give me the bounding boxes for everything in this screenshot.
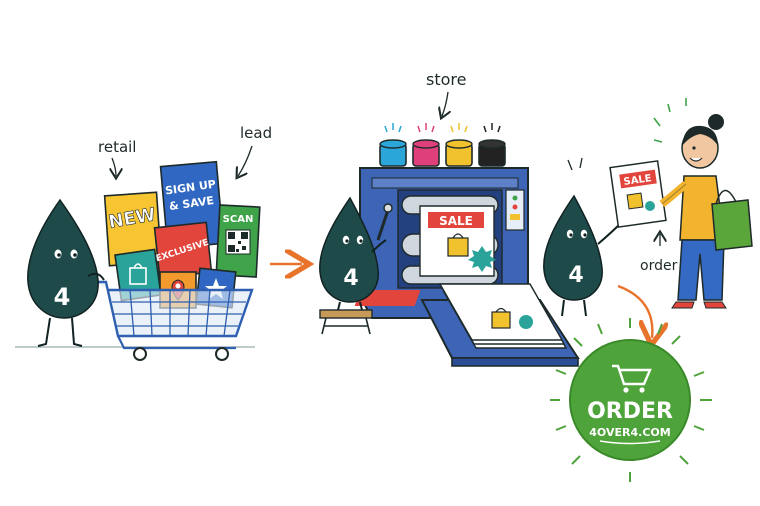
order-badge[interactable]: ORDER 4OVER4.COM [550, 318, 712, 482]
step-stool [319, 309, 373, 335]
shopping-bag-icon [491, 307, 511, 329]
arrow-icon [238, 145, 253, 176]
customer-scene: 4 SALE [543, 98, 753, 317]
shopping-bag-icon [711, 199, 753, 251]
annotation-order: order [640, 258, 678, 274]
annotation-lead: lead [240, 124, 272, 142]
held-flyer: SALE [609, 160, 667, 228]
arrow-icon [112, 157, 116, 176]
shopping-bag-icon [129, 263, 147, 285]
mascot-number: 4 [54, 283, 71, 311]
annotation-store: store [426, 70, 466, 89]
flyer-exclusive: EXCLUSIVE [153, 221, 213, 279]
mascot-cart: 4 [27, 198, 105, 347]
output-sale-label: SALE [476, 292, 510, 306]
flow-arrow-2 [617, 284, 652, 338]
held-flyer-sale-label: SALE [623, 173, 653, 188]
customer-woman [653, 98, 753, 309]
annotation-retail: retail [98, 138, 136, 156]
flyer-scan: SCAN [215, 204, 261, 278]
cart-scene: NEW SIGN UP & SAVE SCAN EXCLUSIVE [15, 124, 272, 361]
arrow-icon [442, 91, 448, 116]
flyer-new: NEW [103, 191, 163, 267]
press-scene: SALE SALE [319, 70, 580, 367]
badge-rays [550, 318, 712, 482]
flyer-signup-line2: & SAVE [168, 194, 215, 213]
roller-sale-label: SALE [439, 214, 473, 228]
mascot-number: 4 [568, 263, 583, 288]
order-badge-url: 4OVER4.COM [589, 426, 670, 439]
qr-code-icon [225, 229, 251, 255]
mascot-press: 4 [319, 196, 387, 311]
mascot-handoff: 4 [543, 157, 623, 317]
order-cart-icon [612, 364, 652, 393]
output-stack: SALE [354, 283, 568, 349]
roller-sheet: SALE [419, 205, 496, 277]
flyer-scan-label: SCAN [223, 214, 254, 225]
ink-cans [379, 123, 506, 167]
mascot-number: 4 [343, 266, 358, 291]
cart-icon [96, 280, 254, 361]
shopping-bag-icon [447, 233, 469, 257]
order-badge-title: ORDER [587, 399, 673, 424]
